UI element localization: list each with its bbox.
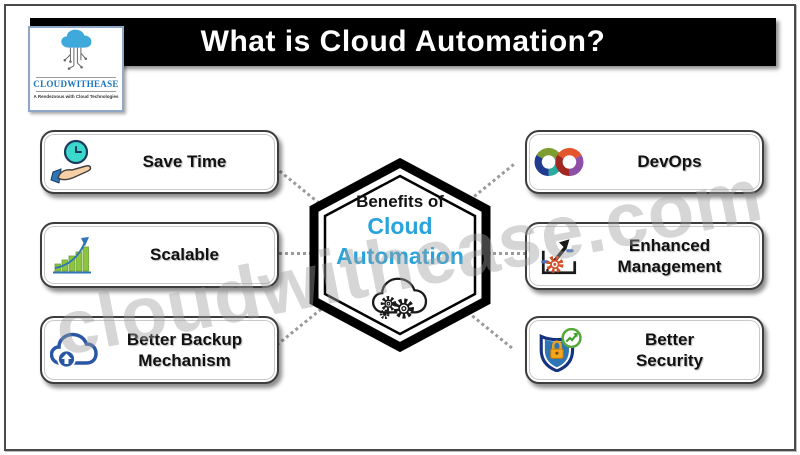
logo-divider-top bbox=[36, 77, 116, 78]
cloud-gears-icon bbox=[367, 277, 433, 326]
benefit-box-devops: DevOps bbox=[525, 130, 764, 194]
benefit-box-enhanced-management: Enhanced Management bbox=[525, 222, 764, 290]
benefit-label: Better Backup Mechanism bbox=[126, 329, 243, 370]
benefit-label: Save Time bbox=[142, 152, 227, 172]
hexagon-subtitle-cloud: Cloud bbox=[367, 213, 433, 239]
hexagon-title: Benefits of bbox=[356, 192, 444, 211]
benefit-box-backup: Better Backup Mechanism bbox=[40, 316, 279, 384]
benefit-label: Enhanced Management bbox=[617, 235, 722, 276]
clock-in-hand-icon bbox=[42, 139, 106, 185]
cloud-network-logo-icon bbox=[49, 28, 103, 75]
title-bar: What is Cloud Automation? bbox=[30, 18, 776, 66]
connector-scalable bbox=[274, 252, 312, 255]
hexagon-subtitle-automation: Automation bbox=[336, 242, 464, 269]
hexagon-content: Benefits of Cloud Automation bbox=[308, 192, 492, 327]
logo-divider-bottom bbox=[36, 91, 116, 92]
growth-chart-icon bbox=[42, 235, 106, 275]
benefits-hexagon bbox=[309, 158, 491, 352]
logo-tagline: A Rendezvous with Cloud Technologies bbox=[33, 94, 119, 99]
logo-card: CLOUDWITHEASE A Rendezvous with Cloud Te… bbox=[28, 26, 124, 112]
page-title: What is Cloud Automation? bbox=[200, 25, 606, 58]
connector-enhanced bbox=[488, 252, 526, 255]
outer-frame bbox=[4, 4, 796, 451]
benefit-box-save-time: Save Time bbox=[40, 130, 279, 194]
benefit-label: Better Security bbox=[635, 329, 704, 370]
devops-infinity-icon bbox=[527, 145, 591, 179]
benefit-box-scalable: Scalable bbox=[40, 222, 279, 288]
shield-lock-growth-icon bbox=[527, 328, 591, 372]
benefit-box-better-security: Better Security bbox=[525, 316, 764, 384]
benefit-label: DevOps bbox=[637, 152, 702, 172]
logo-name: CLOUDWITHEASE bbox=[33, 79, 119, 89]
cloud-upload-icon bbox=[42, 330, 106, 370]
benefit-label: Scalable bbox=[150, 245, 219, 265]
gear-arrow-box-icon bbox=[527, 235, 591, 277]
